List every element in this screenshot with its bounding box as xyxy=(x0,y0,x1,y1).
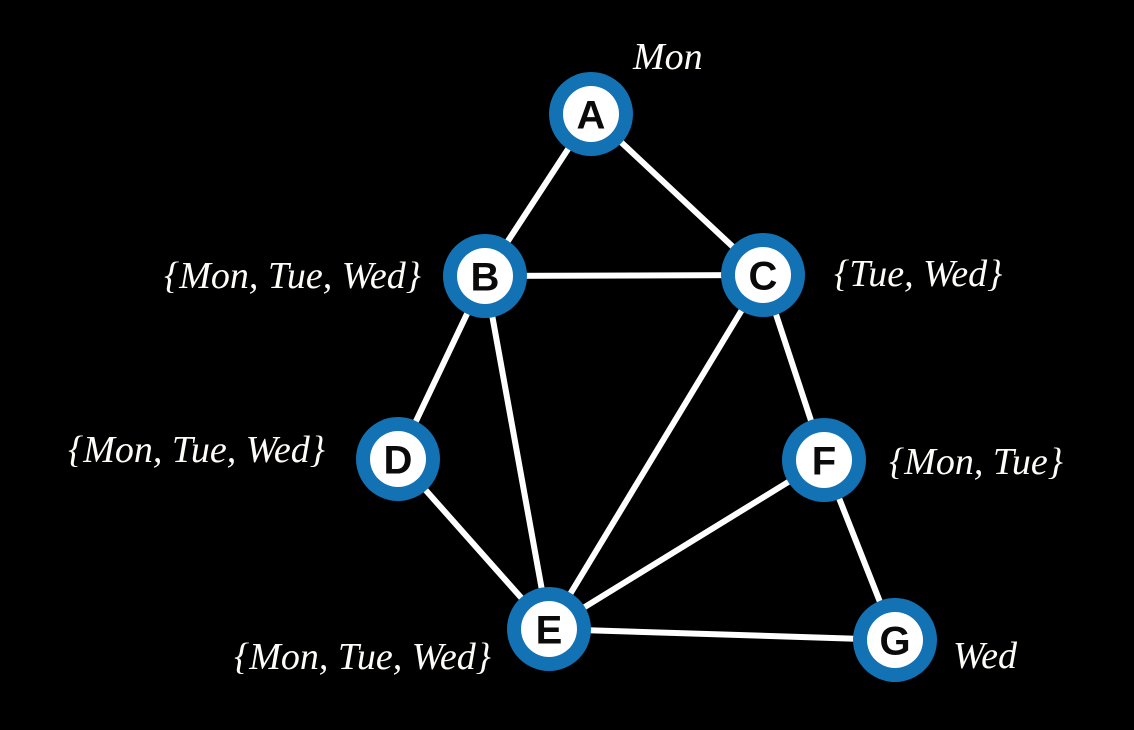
node-E-letter: E xyxy=(536,608,563,652)
edge-E-F xyxy=(546,457,827,632)
edge-E-G xyxy=(546,626,898,643)
node-F-letter: F xyxy=(812,439,836,483)
node-E-domain-label: {Mon, Tue, Wed} xyxy=(234,636,491,678)
edge-C-E xyxy=(546,272,766,632)
node-B-domain-label: {Mon, Tue, Wed} xyxy=(164,255,421,297)
node-C-letter: C xyxy=(749,254,778,298)
node-C: C xyxy=(721,233,805,317)
node-F: F xyxy=(782,418,866,502)
node-B: B xyxy=(443,234,527,318)
node-E-disc xyxy=(521,601,577,657)
node-A: A xyxy=(549,72,633,156)
node-D-disc xyxy=(370,431,426,487)
node-D-letter: D xyxy=(384,438,413,482)
node-E: E xyxy=(507,587,591,671)
node-A-domain-label: Mon xyxy=(632,36,703,78)
node-F-domain-label: {Mon, Tue} xyxy=(889,441,1063,483)
node-G-disc xyxy=(867,612,923,668)
node-D-domain-label: {Mon, Tue, Wed} xyxy=(68,429,325,471)
node-G: G xyxy=(853,598,937,682)
node-C-disc xyxy=(735,247,791,303)
node-B-disc xyxy=(457,248,513,304)
node-C-domain-label: {Tue, Wed} xyxy=(834,253,1002,295)
node-D: D xyxy=(356,417,440,501)
edge-B-C xyxy=(482,272,766,279)
edge-B-E xyxy=(482,273,552,632)
node-G-letter: G xyxy=(879,619,910,663)
node-A-letter: A xyxy=(577,93,606,137)
node-B-letter: B xyxy=(471,255,500,299)
node-A-disc xyxy=(563,86,619,142)
node-G-domain-label: Wed xyxy=(953,635,1018,677)
node-F-disc xyxy=(796,432,852,488)
